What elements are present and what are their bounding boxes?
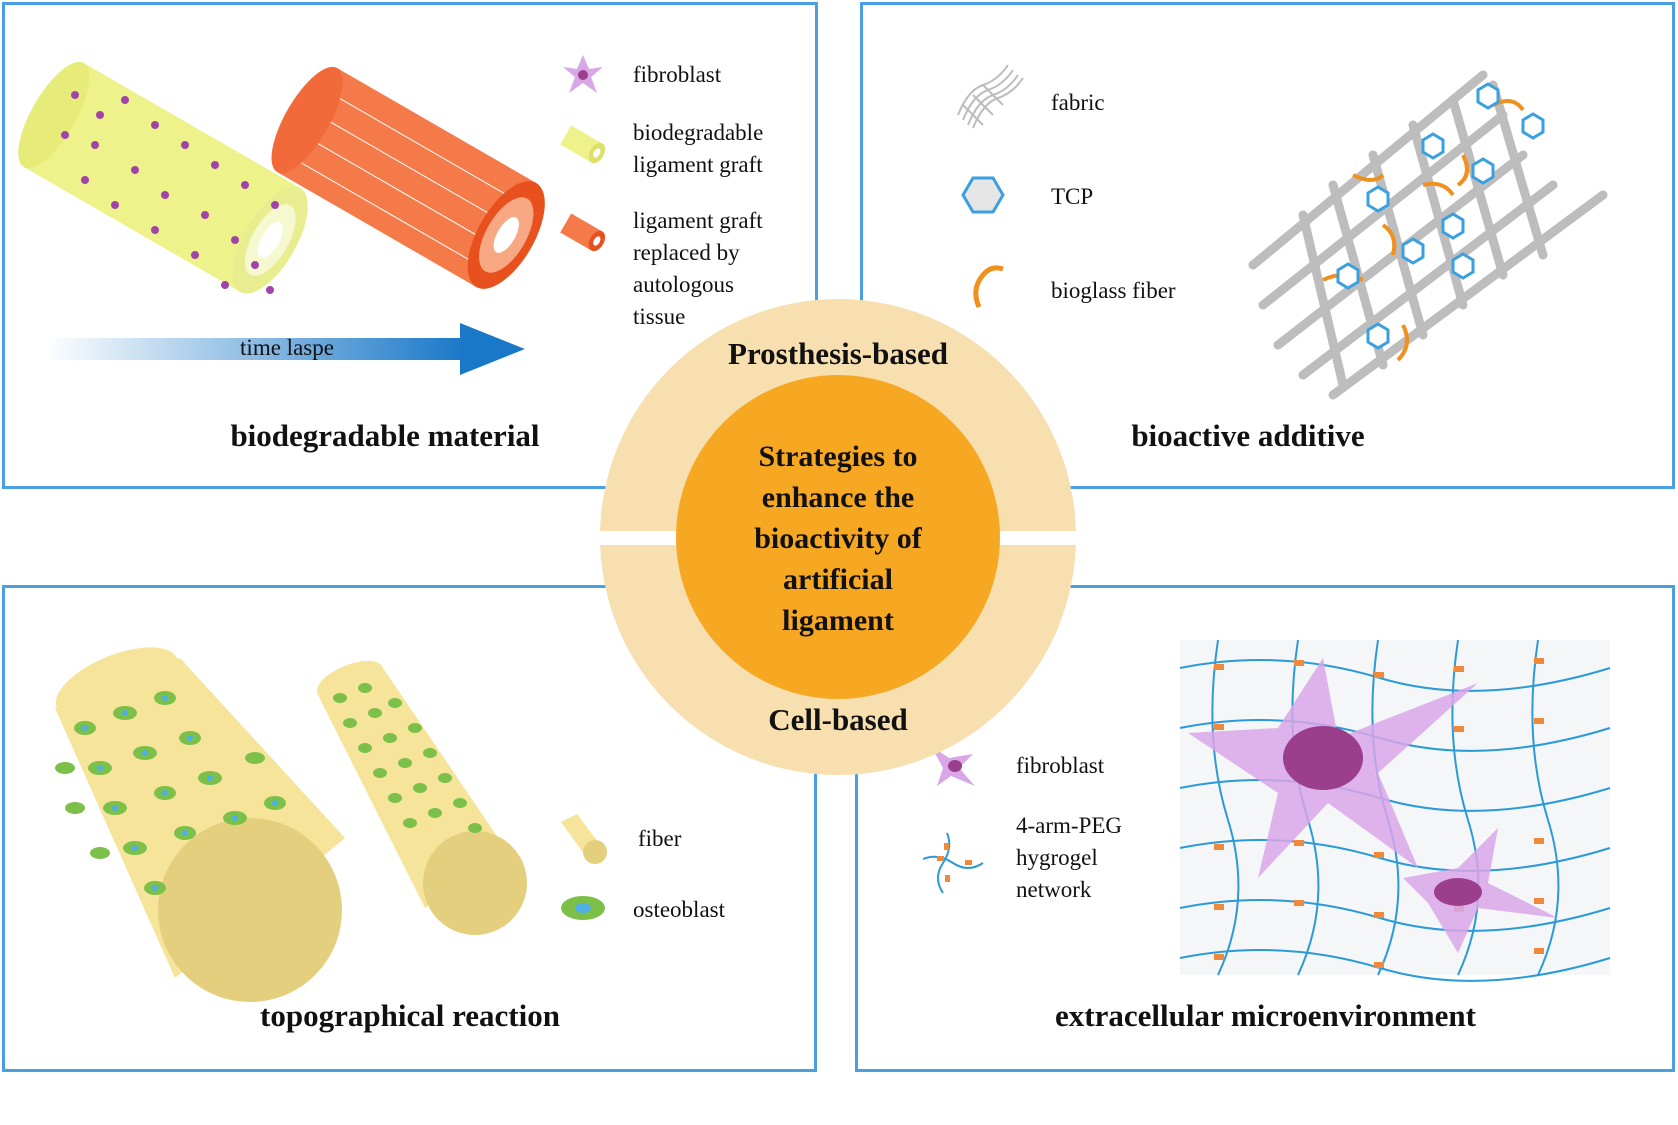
center-title-line-2: to <box>892 440 918 473</box>
biodegradable-graft-cylinder <box>18 61 308 294</box>
fabric-icon <box>957 64 1024 129</box>
time-lapse-arrow <box>45 323 525 375</box>
topographical-illustration <box>55 647 607 1002</box>
fibroblast-dots <box>61 91 279 294</box>
center-title: Strategies to enhance the bioactivity of… <box>718 436 958 641</box>
replaced-graft-icon <box>560 213 606 252</box>
legend-biodegradable-graft-label: biodegradable ligament graft <box>633 120 764 177</box>
fabric-mesh <box>1248 70 1608 400</box>
panel-bioactive-additive: fabric TCP bioglass fiber bioactive addi… <box>860 2 1675 489</box>
osteoblast-icon <box>561 896 605 920</box>
legend-peg-network-label: 4-arm-PEG hygrogel network <box>1016 813 1123 902</box>
small-fiber <box>317 660 527 935</box>
legend-fiber-label: fiber <box>638 826 682 851</box>
panel-title-extracellular-microenvironment: extracellular microenvironment <box>1055 998 1476 1033</box>
small-fibroblast-cell <box>1403 828 1558 953</box>
tcp-hexagon-icon <box>961 176 1005 214</box>
legend-tcp-label: TCP <box>1051 184 1094 209</box>
fibroblast-icon <box>931 746 975 786</box>
cell-based-label: Cell-based <box>768 702 908 737</box>
tcp-particles <box>1336 82 1545 350</box>
legend-fibroblast-label-2: fibroblast <box>1016 753 1105 778</box>
legend-fabric-label: fabric <box>1051 90 1105 115</box>
panel-biodegradable-material: time laspe fibroblast biodegradable liga… <box>2 2 818 489</box>
biodegradable-illustration: time laspe <box>18 55 606 375</box>
osteoblast-cells <box>55 683 482 895</box>
panel-topographical-reaction: fiber osteoblast topographical reaction <box>2 585 817 1072</box>
panel-title-topographical-reaction: topographical reaction <box>260 998 560 1033</box>
center-title-line-5: artificial <box>783 563 893 596</box>
biodegradable-graft-icon <box>560 125 606 164</box>
fiber-icon <box>561 814 607 864</box>
legend-bioglass-label: bioglass fiber <box>1051 278 1176 303</box>
prosthesis-based-label: Prosthesis-based <box>728 336 948 371</box>
bioglass-fiber-icon <box>973 265 1004 309</box>
center-title-line-1: Strategies <box>758 440 886 473</box>
fibroblast-icon <box>563 55 603 93</box>
hydrogel-network <box>1179 639 1611 982</box>
large-fiber <box>55 647 345 1002</box>
bioactive-illustration <box>957 64 1608 400</box>
panel-extracellular-microenvironment: fibroblast 4-arm-PEG hygrogel network ex… <box>855 585 1675 1072</box>
legend-osteoblast-label: osteoblast <box>633 897 725 922</box>
panel-title-biodegradable-material: biodegradable material <box>230 418 540 453</box>
peg-crosslink-icon <box>922 832 984 894</box>
time-lapse-label: time laspe <box>240 335 334 360</box>
panel-title-bioactive-additive: bioactive additive <box>1131 418 1365 453</box>
center-title-line-3: enhance the <box>761 481 915 514</box>
replaced-graft-cylinder <box>271 66 545 289</box>
center-title-line-6: ligament <box>782 604 894 637</box>
legend-replaced-graft-label: ligament graft replaced by autologous ti… <box>633 208 763 329</box>
center-title-line-4: bioactivity of <box>754 522 922 555</box>
legend-fibroblast-label: fibroblast <box>633 62 722 87</box>
extracellular-illustration <box>922 639 1611 982</box>
large-fibroblast-cell <box>1188 658 1478 878</box>
